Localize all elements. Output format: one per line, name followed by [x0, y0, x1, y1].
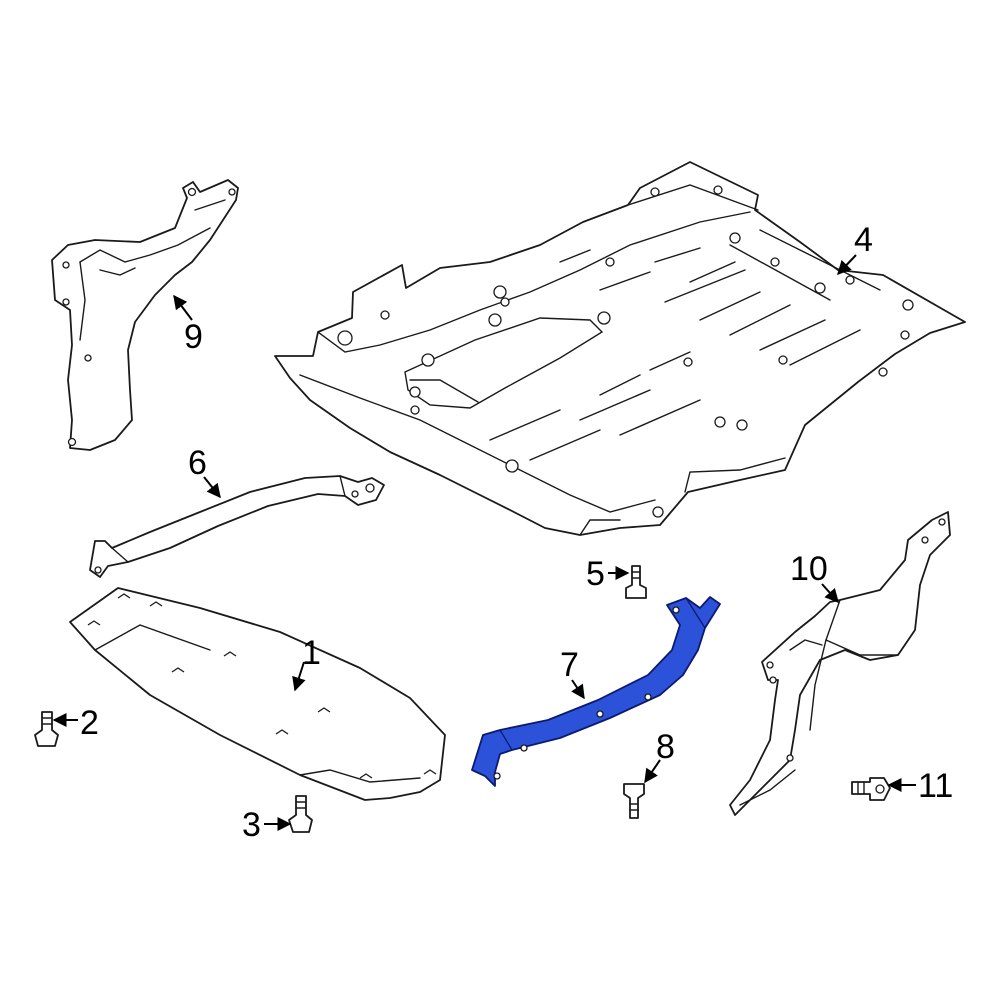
leader-10	[821, 583, 839, 604]
part-10-right-splash-shield	[729, 511, 951, 816]
part-4-engine-under-cover	[274, 161, 966, 536]
callout-5: 5	[586, 555, 605, 593]
callout-11: 11	[918, 767, 953, 805]
callout-1: 1	[302, 634, 321, 672]
part-5-bolt	[625, 565, 647, 599]
leader-9	[173, 294, 193, 321]
callout-6: 6	[188, 444, 207, 482]
part-11-bolt	[851, 777, 891, 801]
callout-8: 8	[656, 728, 675, 766]
leader-7	[571, 679, 585, 700]
part-1-front-lower-cover	[69, 587, 446, 801]
callout-9: 9	[184, 318, 203, 356]
callout-7: 7	[560, 646, 579, 684]
part-2-clip	[34, 711, 59, 747]
callout-4: 4	[854, 221, 873, 259]
part-8-bolt	[623, 783, 645, 819]
callout-10: 10	[790, 550, 828, 588]
leader-4	[837, 254, 857, 276]
callout-2: 2	[80, 704, 99, 742]
part-7-brace-highlighted	[471, 596, 721, 787]
leader-8	[644, 759, 661, 784]
part-9-left-splash-shield	[51, 179, 239, 451]
part-6-left-brace	[89, 475, 385, 578]
leader-1	[292, 661, 306, 692]
part-3-clip	[288, 795, 313, 833]
leader-6	[203, 476, 221, 499]
callout-labels: 1 2 3 4 5 6 7 8 9 10 11	[80, 221, 953, 844]
callout-3: 3	[242, 806, 261, 844]
leader-lines	[52, 254, 916, 831]
